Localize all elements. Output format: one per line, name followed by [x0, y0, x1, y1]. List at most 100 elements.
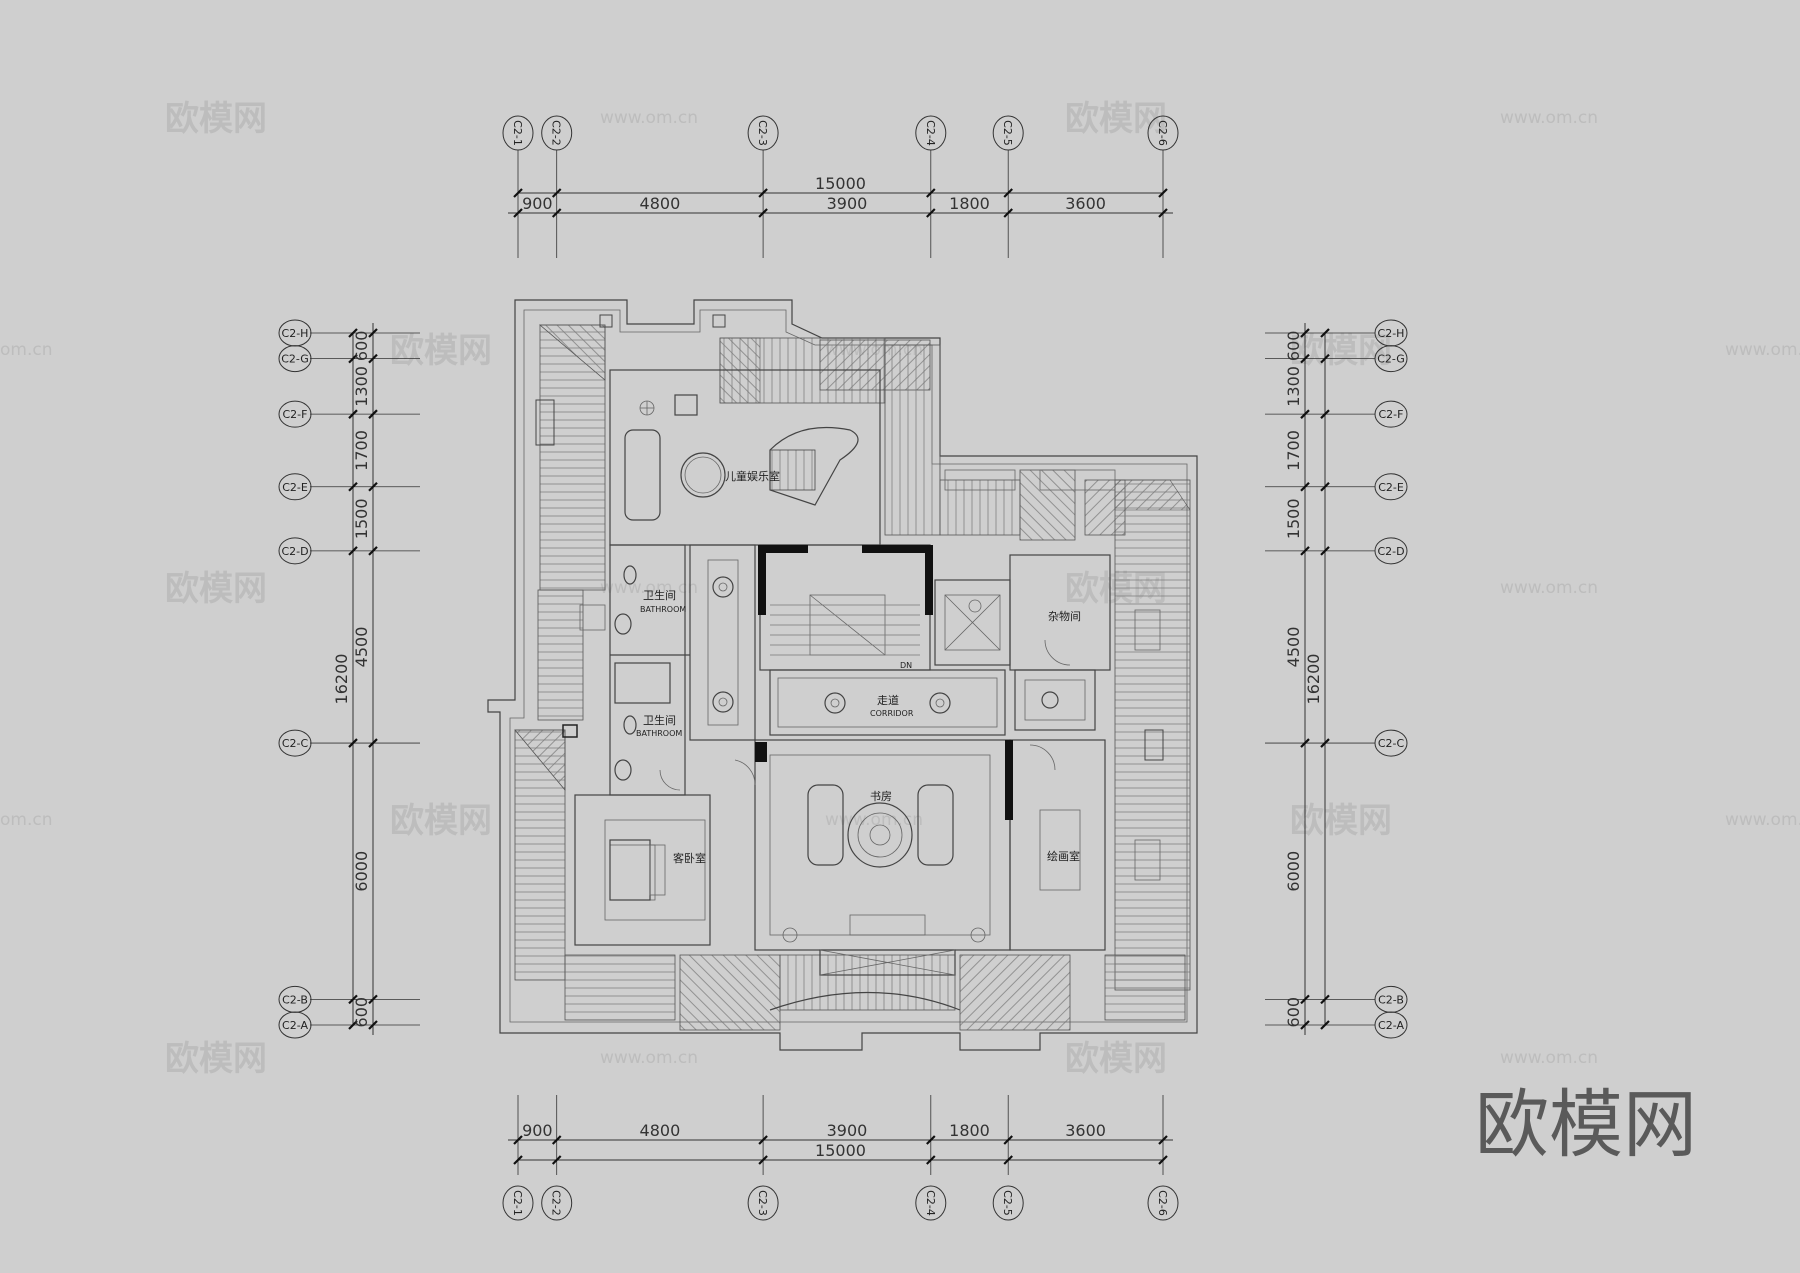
- axis-label: C2-6: [1156, 1190, 1169, 1216]
- room-label-corridor: 走道: [877, 693, 899, 707]
- room-label-bath2-en: BATHROOM: [636, 729, 682, 738]
- door-swing-icon: [1029, 744, 1056, 771]
- dimension-value: 15000: [815, 1141, 866, 1160]
- axis-label: C2-C: [282, 737, 309, 750]
- dimension-tick: [1158, 1155, 1168, 1165]
- axis-bubble-outline: [278, 729, 312, 757]
- watermark-brand: 欧模网: [1065, 99, 1167, 139]
- brand-logo: 欧模网: [1475, 1082, 1697, 1168]
- ceiling-light-icon: [782, 927, 798, 943]
- axis-label: C2-H: [1378, 327, 1405, 340]
- axis-bubble: C2-2: [541, 1185, 573, 1221]
- dimension-value: 4500: [352, 627, 371, 668]
- watermark-url: www.om.cn: [600, 108, 698, 128]
- dimension-tick: [926, 1155, 936, 1165]
- axis-label: C2-C: [1378, 737, 1405, 750]
- bathtub-icon: [614, 662, 671, 704]
- dimension-value: 3900: [827, 1121, 868, 1140]
- door-swing-icon: [659, 769, 681, 791]
- dimension-value: 900: [522, 1121, 553, 1140]
- dimension-value: 1700: [352, 430, 371, 471]
- axis-bubble: C2-1: [502, 115, 534, 151]
- axis-bubble: C2-D: [1374, 537, 1408, 565]
- watermark-brand: 欧模网: [1290, 331, 1392, 371]
- axis-bubble: C2-F: [278, 400, 312, 428]
- dimension-value: 600: [352, 997, 371, 1028]
- axis-bubble-outline: [1374, 1011, 1408, 1039]
- axis-label: C2-1: [511, 1190, 524, 1216]
- dimension-tick: [513, 1155, 523, 1165]
- axis-label: C2-D: [1377, 545, 1404, 558]
- sink-icon: [614, 613, 632, 635]
- dimension-value: 600: [352, 331, 371, 362]
- axis-label: C2-4: [924, 1190, 937, 1216]
- dimension-tick: [1320, 546, 1330, 556]
- dimension-tick: [1300, 738, 1310, 748]
- watermark-url: www.om.cn: [1500, 578, 1598, 598]
- dimension-tick: [1320, 481, 1330, 492]
- axis-bubble: C2-E: [1374, 473, 1408, 501]
- axis-label: C2-E: [1378, 481, 1404, 494]
- ceiling-light-icon: [968, 599, 982, 613]
- stair-direction-label: DN: [900, 661, 912, 670]
- dimension-tick: [1320, 994, 1330, 1005]
- room-label-bath1-en: BATHROOM: [640, 605, 686, 614]
- axis-bubble-outline: [1374, 537, 1408, 565]
- ceiling-light-icon: [824, 692, 846, 714]
- dimension-tick: [1300, 994, 1310, 1005]
- dimension-tick: [513, 208, 523, 218]
- dimension-value: 15000: [815, 174, 866, 193]
- axis-bubble-outline: [1374, 345, 1408, 373]
- watermark-url: om.cn: [0, 340, 53, 360]
- ceiling-light-icon: [970, 927, 986, 943]
- dimension-tick: [348, 481, 358, 492]
- dimension-tick: [758, 208, 768, 218]
- axis-bubble: C2-A: [278, 1011, 312, 1039]
- dimension-value: 1500: [352, 498, 371, 539]
- desk-icon: [849, 914, 926, 936]
- dimension-tick: [368, 353, 378, 364]
- dimension-tick: [758, 1155, 768, 1165]
- axis-bubble: C2-C: [278, 729, 312, 757]
- watermark-url: www.om.cn: [1500, 108, 1598, 128]
- ceiling-light-icon: [712, 691, 734, 713]
- axis-bubble: C2-E: [278, 473, 312, 501]
- axis-label: C2-1: [511, 120, 524, 146]
- toilet-icon: [623, 565, 637, 585]
- axis-bubble: C2-3: [747, 1185, 779, 1221]
- furniture: [609, 394, 1071, 943]
- dimension-tick: [368, 1020, 378, 1030]
- dimension-tick: [368, 328, 378, 338]
- toilet-icon: [623, 715, 637, 735]
- axis-bubble-outline: [502, 1185, 534, 1221]
- dimension-value: 16200: [332, 654, 351, 705]
- dimension-tick: [368, 409, 378, 419]
- dimension-value: 6000: [1284, 851, 1303, 892]
- dimension-tick: [1158, 208, 1168, 218]
- dimension-tick: [551, 1155, 562, 1165]
- interior-walls: [574, 369, 1161, 976]
- dimension-tick: [1320, 328, 1330, 338]
- axis-bubble-outline: [278, 345, 312, 373]
- dimension-tick: [1003, 188, 1013, 198]
- ceiling-light-icon: [929, 692, 951, 714]
- axis-bubble-outline: [1147, 115, 1179, 151]
- dimension-value: 4500: [1284, 627, 1303, 668]
- dimension-value: 1300: [1284, 366, 1303, 407]
- dimension-value: 4800: [640, 1121, 681, 1140]
- dimension-tick: [1300, 481, 1310, 492]
- watermark-url: www.om.cn: [1500, 1048, 1598, 1068]
- axis-label: C2-A: [1378, 1019, 1404, 1032]
- axis-label: C2-F: [283, 408, 308, 421]
- dimension-tick: [926, 188, 936, 198]
- watermark-brand: 欧模网: [390, 801, 492, 841]
- axis-label: C2-2: [550, 1190, 563, 1216]
- dimension-tick: [758, 1135, 768, 1145]
- watermark-url: www.om.cn: [600, 578, 698, 598]
- sink-icon: [614, 759, 632, 781]
- armchair-icon: [674, 394, 698, 416]
- watermark-url: www.om.cn: [1725, 340, 1800, 360]
- axis-bubble: C2-3: [747, 115, 779, 151]
- dimension-tick: [348, 409, 358, 419]
- axis-bubble: C2-G: [1374, 345, 1408, 373]
